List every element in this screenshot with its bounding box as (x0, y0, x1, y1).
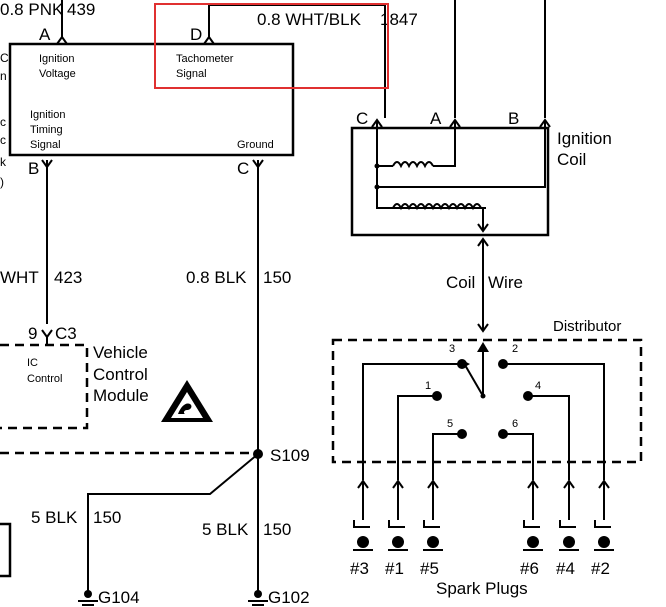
coil-wire-label: Wire (488, 273, 523, 292)
ignition-timing-label: Signal (30, 139, 61, 151)
tach-wire-label: 0.8 WHT/BLK (257, 10, 362, 29)
vcm-title: Control (93, 365, 148, 384)
ecm-edge-letter: c (0, 115, 6, 129)
coil-pin-a: A (430, 109, 442, 128)
ecm-edge-letter: k (0, 155, 7, 169)
left-ground-wire-circuit: 150 (93, 508, 121, 527)
distributor-terminal-label: 5 (447, 418, 453, 430)
tachometer-signal-label: Tachometer (176, 53, 234, 65)
spark-plug-4-icon (559, 479, 579, 551)
distributor-terminal-label: 4 (535, 380, 541, 392)
spark-plug-5-icon (423, 479, 443, 551)
left-edge-connector (0, 522, 12, 578)
ecm-edge-letter: ) (0, 175, 4, 189)
splice-s109-label: S109 (270, 446, 310, 465)
spark-plug-label: #3 (350, 559, 369, 578)
distributor-terminal-label: 3 (449, 343, 455, 355)
coil-wire-label: Coil (446, 273, 475, 292)
ecm-pin-d: D (190, 25, 202, 44)
ground-g104-icon (78, 590, 98, 606)
ignition-coil-title: Ignition (557, 129, 612, 148)
vcm-pin-number: 9 (28, 324, 37, 343)
ecm-ground-label: Ground (237, 139, 274, 151)
distributor-terminal-label: 2 (512, 343, 518, 355)
right-ground-wire-label: 5 BLK (202, 520, 249, 539)
tach-wire-circuit: 1847 (380, 10, 418, 29)
ic-control-label: IC (27, 357, 38, 369)
ecm-edge-letter: c (0, 133, 6, 147)
ecm-edge-letter: n (0, 69, 7, 83)
coil-pin-b: B (508, 109, 519, 128)
spark-plug-label: #2 (591, 559, 610, 578)
ecm-module-box (8, 42, 295, 157)
ground-g104-label: G104 (98, 588, 140, 607)
ignition-timing-label: Ignition (30, 109, 65, 121)
esd-warning-icon (161, 380, 213, 422)
distributor-terminal-label: 6 (512, 418, 518, 430)
timing-wire-circuit: 423 (54, 268, 82, 287)
top-left-wire-label: 0.8 PNK (0, 0, 64, 19)
ic-control-label: Control (27, 373, 62, 385)
left-ground-wire-label: 5 BLK (31, 508, 78, 527)
spark-plug-label: #6 (520, 559, 539, 578)
vcm-title: Vehicle (93, 343, 148, 362)
ignition-timing-label: Timing (30, 124, 63, 136)
spark-plug-1-icon (388, 479, 408, 551)
tachometer-signal-label: Signal (176, 68, 207, 80)
spark-plugs-title: Spark Plugs (436, 579, 528, 598)
ignition-coil-box (350, 126, 550, 237)
top-left-wire-circuit: 439 (67, 0, 95, 19)
ecm-pin-b: B (28, 159, 39, 178)
ecm-pin-a: A (39, 25, 51, 44)
ecm-pin-c: C (237, 159, 249, 178)
vcm-connector: C3 (55, 324, 77, 343)
ignition-coil-title: Coil (557, 150, 586, 169)
spark-plug-3-icon (353, 479, 373, 551)
ground-g102-label: G102 (268, 588, 310, 607)
spark-plug-6-icon (523, 479, 543, 551)
ground-wire-label: 0.8 BLK (186, 268, 247, 287)
tachometer-highlight-box (154, 3, 389, 89)
ignition-voltage-label: Voltage (39, 68, 76, 80)
spark-plug-2-icon (594, 479, 614, 551)
timing-wire-label: WHT (0, 268, 39, 287)
coil-pin-c: C (356, 109, 368, 128)
ground-g102-icon (248, 590, 268, 606)
distributor-title: Distributor (553, 318, 621, 335)
distributor-terminal-label: 1 (425, 380, 431, 392)
spark-plug-label: #5 (420, 559, 439, 578)
distributor-box (331, 338, 643, 464)
spark-plug-label: #4 (556, 559, 575, 578)
right-ground-wire-circuit: 150 (263, 520, 291, 539)
ground-wire-circuit: 150 (263, 268, 291, 287)
spark-plug-label: #1 (385, 559, 404, 578)
ignition-voltage-label: Ignition (39, 53, 74, 65)
ecm-edge-letter: C (0, 51, 9, 65)
vcm-title: Module (93, 386, 149, 405)
